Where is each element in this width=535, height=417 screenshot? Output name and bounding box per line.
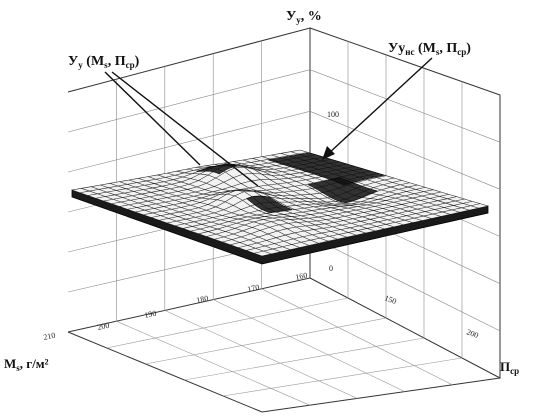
floor-line: [213, 299, 405, 392]
y-tick-label: 150: [383, 293, 397, 306]
z-tick-label: 0: [329, 264, 333, 273]
tick-labels: 210 200 190 180 170 160 150 200 0 100: [43, 110, 480, 342]
floor-front-left-edge: [67, 331, 263, 413]
surface-line: [198, 187, 426, 235]
surface-line: [222, 194, 449, 243]
floor-line: [223, 357, 463, 397]
right-wall-hline: [309, 69, 501, 143]
y-axis-label: Пср: [500, 359, 519, 376]
floor-line: [184, 337, 425, 381]
surface-line: [246, 201, 473, 251]
floor-line: [145, 317, 387, 365]
x-tick-label: 160: [295, 271, 309, 282]
floor-front-right-edge: [261, 377, 501, 413]
y-tick-label: 200: [465, 327, 479, 340]
x-tick-label: 190: [144, 309, 158, 320]
surface-line: [214, 191, 442, 240]
surface-line: [261, 205, 489, 257]
left-wall-hline: [67, 69, 311, 133]
surface-leader-1: [104, 71, 201, 166]
surface-line: [71, 149, 301, 191]
floor-grid: [106, 288, 463, 406]
right-wall-hline: [309, 236, 501, 332]
boundary-arrow-head: [322, 146, 335, 160]
surface-line: [190, 184, 418, 232]
boundary-leader: [327, 57, 433, 155]
surface-line: [79, 152, 308, 194]
x-tick-label: 180: [196, 294, 210, 305]
right-wall-hline: [309, 111, 501, 190]
surface-line: [182, 182, 410, 229]
floor-line: [106, 297, 349, 349]
floor-line: [261, 288, 453, 386]
surface-line: [238, 198, 465, 248]
surface-annotation: Уу (Ms, Пср): [68, 54, 140, 70]
z-tick-label: 100: [327, 110, 339, 119]
boundary-patch: [245, 195, 293, 213]
surface-line: [254, 203, 481, 254]
x-axis-label: Ms, г/м²: [4, 356, 49, 373]
surface-line: [206, 189, 434, 237]
surface-line: [230, 196, 457, 246]
x-tick-label: 170: [247, 283, 261, 294]
leader-lines: [104, 57, 433, 187]
z-axis-label: Уу, %: [286, 9, 322, 25]
x-tick-label: 200: [97, 321, 111, 332]
boundary-region: [196, 152, 385, 213]
x-tick-label: 210: [43, 331, 57, 342]
boundary-patch: [307, 177, 379, 204]
left-wall-hline: [67, 111, 311, 173]
surface-mesh: [71, 149, 489, 257]
floor-line: [164, 310, 358, 399]
floor-line: [116, 320, 310, 406]
surface-edge: [71, 189, 489, 265]
surface-thickness: [71, 189, 489, 265]
boundary-annotation: Уунс (Ms, Пср): [388, 41, 471, 57]
surface-leader-2: [111, 71, 259, 187]
